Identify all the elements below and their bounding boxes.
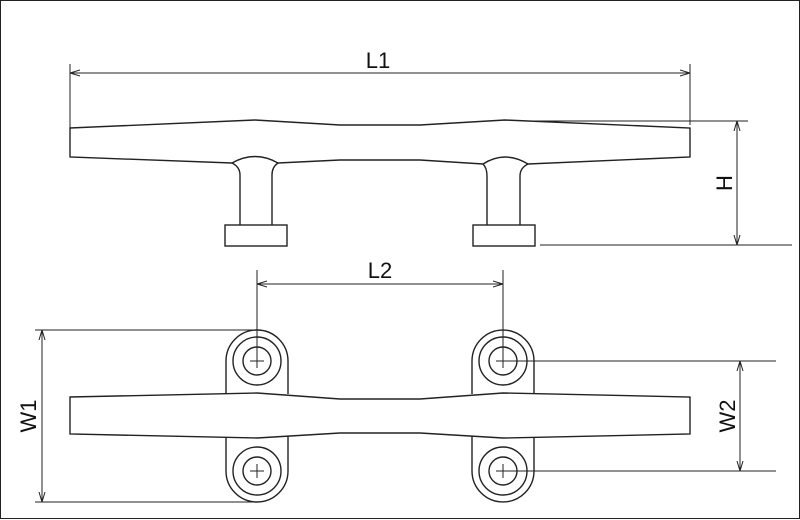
top-view	[69, 329, 691, 503]
dimension-l2: L2	[256, 258, 504, 361]
label-l1: L1	[366, 48, 390, 73]
side-base-left	[224, 224, 288, 247]
side-stem-right	[482, 163, 529, 225]
hole-bottom-left	[232, 446, 282, 496]
side-horn	[69, 119, 691, 165]
label-l2: L2	[368, 258, 392, 283]
base-pad-right	[471, 329, 535, 503]
hole-top-left	[232, 336, 282, 386]
top-horn	[69, 392, 691, 439]
label-h: H	[712, 175, 737, 191]
label-w2: W2	[715, 400, 740, 433]
label-w1: W1	[16, 400, 41, 433]
dimension-h: H	[525, 120, 792, 246]
side-view	[69, 119, 691, 247]
dimension-l1: L1	[69, 48, 691, 128]
side-base-right	[472, 224, 536, 247]
dimension-w1: W1	[16, 329, 257, 503]
dimension-w2: W2	[503, 360, 776, 472]
side-stem-left	[231, 162, 279, 225]
